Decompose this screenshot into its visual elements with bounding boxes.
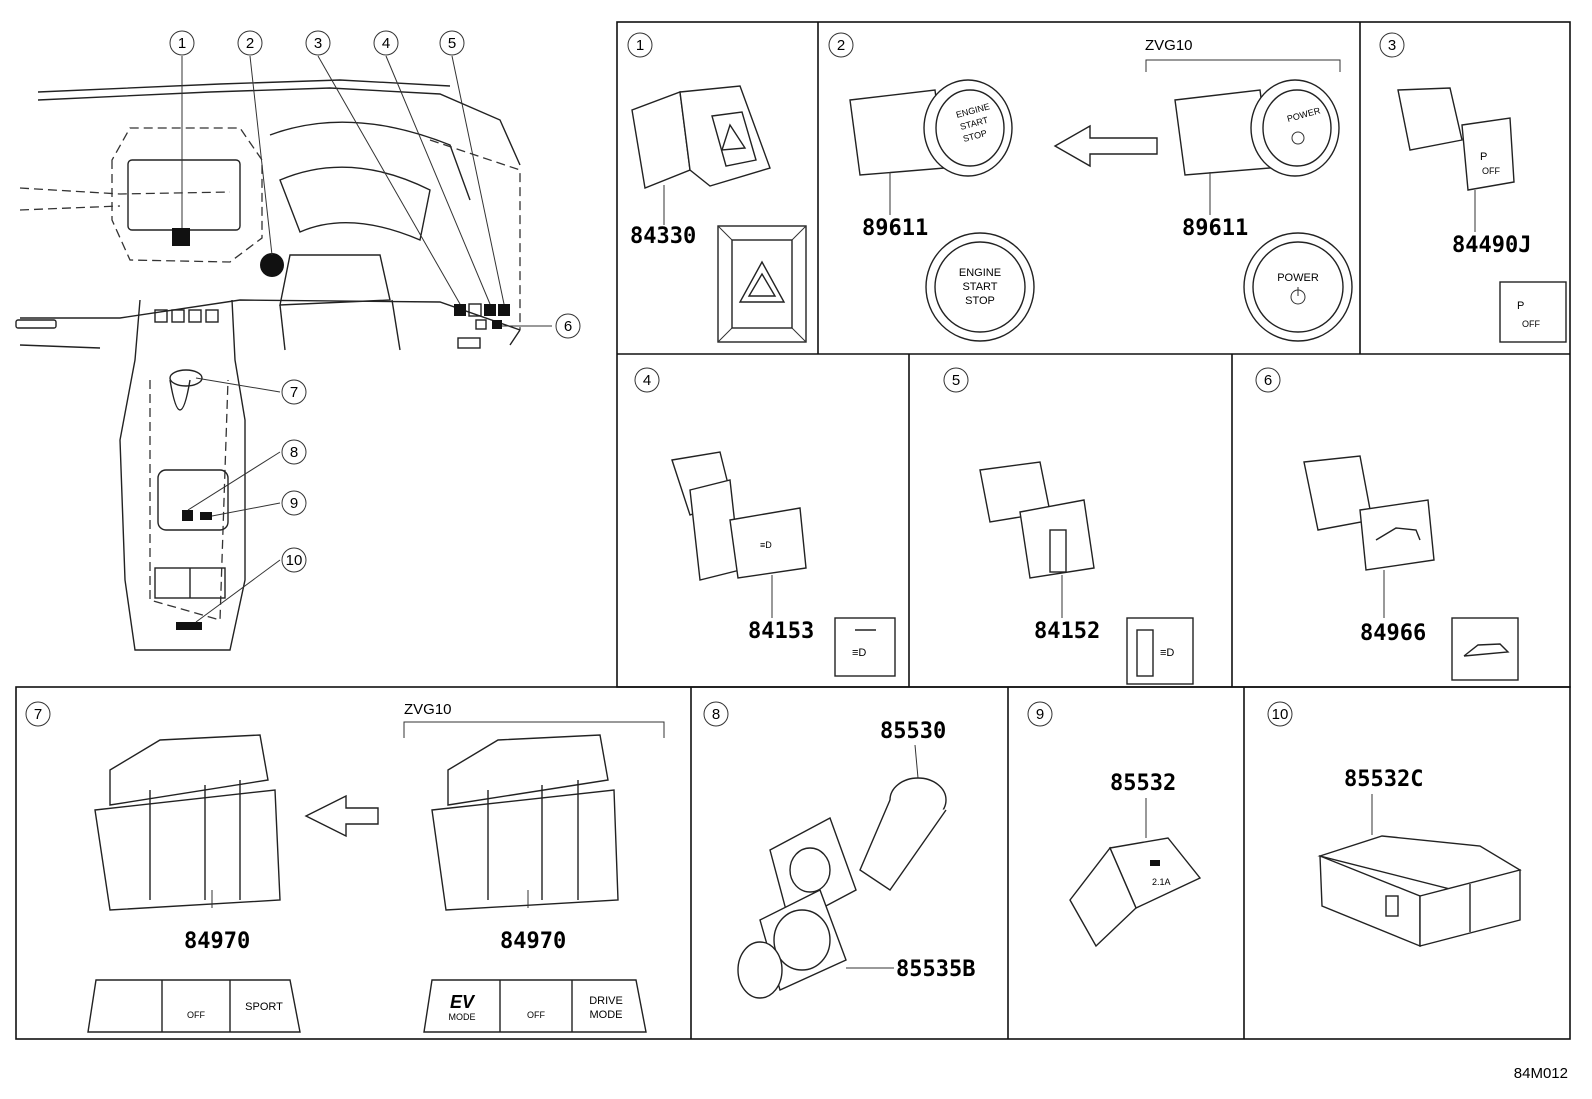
part-number-var: 89611 (1182, 216, 1248, 241)
callout-4: 4 (373, 30, 399, 56)
callout-3: 3 (305, 30, 331, 56)
button-label-line3: STOP (965, 295, 995, 307)
panel-4: 4 ≡D 84153 ≡D (634, 367, 896, 677)
panel-9: 9 85532 2.1A (1027, 701, 1202, 948)
panel-6: 6 84966 (1255, 367, 1519, 681)
button-label-line2: START (962, 281, 997, 293)
part-number: 84152 (1034, 619, 1100, 644)
part-number: 84330 (630, 224, 696, 249)
svg-text:6: 6 (564, 318, 572, 335)
part-number: 85532C (1344, 767, 1423, 792)
panel-10: 10 85532C (1267, 701, 1522, 948)
part-number-2: 85535B (896, 957, 975, 982)
part-number-var: 84970 (500, 929, 566, 954)
panel-3: 3 P OFF 84490J P OFF (1379, 32, 1567, 343)
off-label: OFF (527, 1010, 545, 1020)
svg-text:9: 9 (1036, 706, 1044, 723)
svg-text:8: 8 (712, 706, 720, 723)
part-number: 84153 (748, 619, 814, 644)
svg-text:7: 7 (34, 706, 42, 723)
svg-text:4: 4 (382, 35, 390, 52)
svg-text:≡D: ≡D (760, 540, 772, 550)
callout-2: 2 (237, 30, 263, 56)
svg-text:8: 8 (290, 444, 298, 461)
part-number: 85532 (1110, 771, 1176, 796)
svg-text:P: P (1480, 151, 1487, 163)
svg-text:4: 4 (643, 372, 651, 389)
callout-8: 8 (281, 439, 307, 465)
part-number-1: 85530 (880, 719, 946, 744)
variant-label: ZVG10 (1145, 37, 1193, 54)
svg-text:2: 2 (246, 35, 254, 52)
svg-text:1: 1 (636, 37, 644, 54)
callout-9: 9 (281, 490, 307, 516)
part-number: 84490J (1452, 233, 1531, 258)
panel-2: 2 ZVG10 ENGINE START STOP 89611 ENGINE S… (828, 32, 1353, 342)
button-label-line1: ENGINE (959, 267, 1001, 279)
panel-grid (15, 21, 1571, 1040)
ev-mode-label: MODE (449, 1012, 476, 1022)
svg-text:OFF: OFF (1482, 166, 1500, 176)
callout-10: 10 (281, 547, 307, 573)
off-label: OFF (1522, 319, 1540, 329)
svg-text:3: 3 (1388, 37, 1396, 54)
svg-text:≡D: ≡D (852, 647, 866, 659)
svg-text:3: 3 (314, 35, 322, 52)
ev-label: EV (450, 992, 476, 1012)
callout-7: 7 (281, 379, 307, 405)
svg-text:10: 10 (1272, 706, 1289, 723)
part-number-std: 89611 (862, 216, 928, 241)
power-label: POWER (1277, 272, 1319, 284)
svg-text:7: 7 (290, 384, 298, 401)
svg-text:10: 10 (286, 552, 303, 569)
drawing-code: 84M012 (1514, 1065, 1568, 1082)
overview-callouts: 1 2 3 4 5 6 7 8 9 10 (169, 30, 581, 573)
dashboard-overview (15, 55, 552, 651)
svg-text:6: 6 (1264, 372, 1272, 389)
callout-1: 1 (169, 30, 195, 56)
svg-text:5: 5 (952, 372, 960, 389)
drive-mode-label: MODE (590, 1009, 623, 1021)
panel-8: 8 85530 85535B (703, 701, 975, 999)
callout-6: 6 (555, 313, 581, 339)
svg-text:9: 9 (290, 495, 298, 512)
drive-label: DRIVE (589, 995, 623, 1007)
svg-text:1: 1 (178, 35, 186, 52)
sport-label: SPORT (245, 1001, 283, 1013)
part-number-std: 84970 (184, 929, 250, 954)
svg-text:≡D: ≡D (1160, 647, 1174, 659)
variant-label: ZVG10 (404, 701, 452, 718)
svg-text:5: 5 (448, 35, 456, 52)
panel-5: 5 84152 ≡D (943, 367, 1194, 685)
off-label: OFF (187, 1010, 205, 1020)
usb-rating: 2.1A (1152, 877, 1171, 887)
part-number: 84966 (1360, 621, 1426, 646)
panel-7: 7 ZVG10 84970 OFF SPORT 84970 EV MODE OF… (25, 701, 665, 1033)
callout-5: 5 (439, 30, 465, 56)
panel-1: 1 84330 (627, 32, 807, 343)
svg-text:P: P (1517, 300, 1524, 312)
svg-text:2: 2 (837, 37, 845, 54)
